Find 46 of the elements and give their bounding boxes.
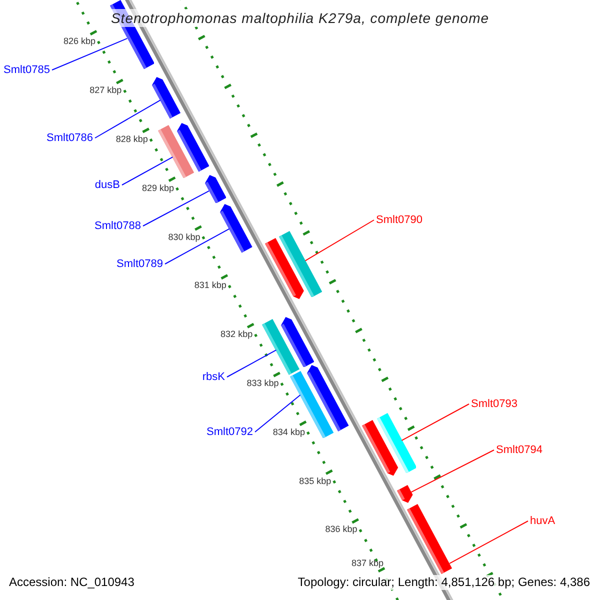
scale-label: 832 kbp (220, 329, 253, 340)
gene-label: dusB (94, 178, 120, 192)
leader-line (52, 38, 128, 70)
scale-label: 828 kbp (116, 134, 148, 145)
gene-block (204, 174, 226, 204)
leader-line (410, 450, 494, 493)
scale-label: 833 kbp (246, 378, 279, 389)
leader-line (304, 220, 374, 262)
scale-label: 835 kbp (299, 476, 332, 487)
gene-block (396, 485, 413, 503)
gene-label: Smlt0792 (206, 425, 253, 439)
footer-text: Accession: NC_010943 (9, 575, 134, 590)
gene-label: Smlt0789 (116, 257, 163, 271)
leader-line (254, 394, 301, 432)
leader-line (122, 156, 174, 186)
scale-label: 827 kbp (90, 85, 122, 96)
scale-label: 834 kbp (272, 426, 305, 438)
scale-label: 831 kbp (194, 280, 226, 292)
gene-label: Smlt0794 (496, 443, 542, 457)
leader-line (401, 404, 470, 441)
gene-label: rbsK (202, 370, 225, 384)
gene-label: huvA (530, 514, 556, 528)
scale-label: 829 kbp (142, 182, 174, 194)
gene-bar (376, 413, 416, 474)
gene-bar (407, 504, 452, 574)
footer-text: Topology: circular; Length: 4,851,126 bp; Genes: 4,386 (298, 575, 590, 590)
gene-block (152, 76, 181, 119)
gene-label: Smlt0785 (4, 63, 50, 77)
leader-line (449, 520, 528, 564)
gene-block (176, 122, 210, 172)
gene-block (280, 316, 314, 368)
leader-line (94, 100, 161, 138)
scale-label: 836 kbp (325, 524, 358, 536)
leader-line (226, 350, 277, 378)
gene-block (306, 365, 349, 432)
gene-label: Smlt0790 (376, 213, 422, 227)
scale-label: 826 kbp (63, 36, 96, 48)
gene-label: Smlt0793 (471, 397, 518, 411)
leader-line (142, 190, 210, 226)
scale-label: 830 kbp (168, 232, 200, 243)
scale-label: 837 kbp (351, 558, 384, 568)
gene-block (220, 204, 253, 253)
leader-line (164, 228, 230, 264)
gene-label: Smlt0788 (94, 219, 141, 233)
gene-bar (278, 230, 322, 298)
gene-label: Smlt0786 (46, 131, 93, 145)
